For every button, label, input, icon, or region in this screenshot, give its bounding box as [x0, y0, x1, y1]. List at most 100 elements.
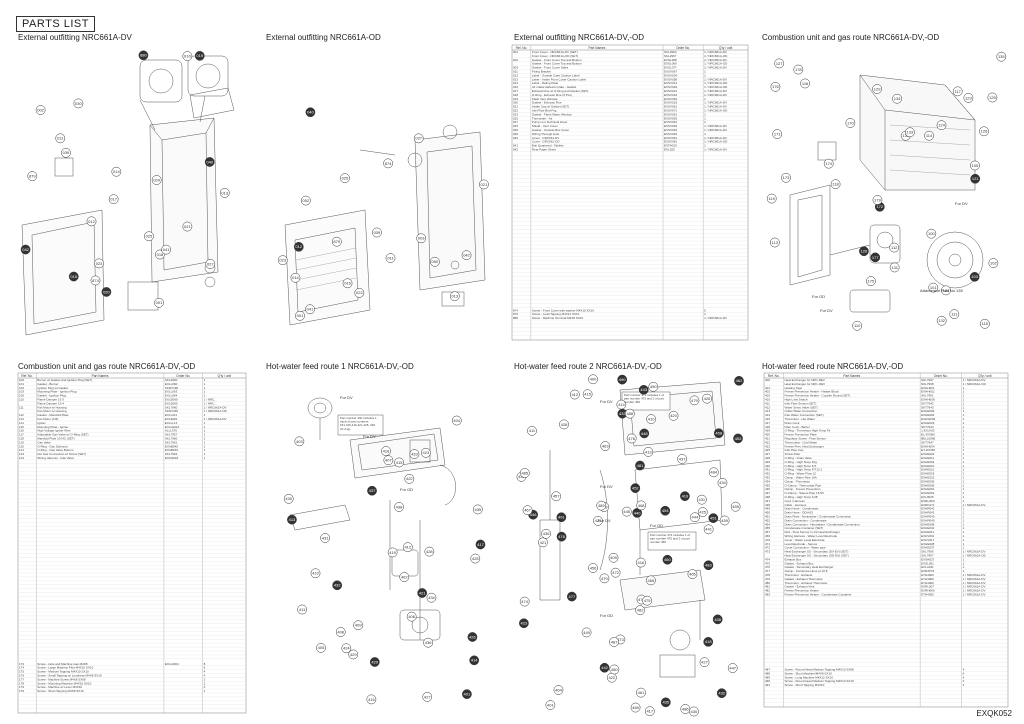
callout-456: 456	[588, 563, 598, 573]
table-cell: EXHE028	[921, 542, 935, 546]
table-cell: Screw - Machine w/ Lever M4X10	[37, 685, 82, 689]
table-cell: EXLLL14	[165, 421, 178, 425]
table-cell: 469	[765, 534, 770, 538]
external-dv-diagram	[21, 55, 235, 336]
svg-text:450: 450	[650, 384, 657, 389]
svg-text:121: 121	[972, 176, 979, 181]
callout-474: 474	[519, 596, 530, 607]
table-cell: Bolt Quartered - Tablets	[532, 144, 564, 148]
table-cell: 123	[19, 452, 24, 456]
callout-418: 418	[381, 446, 391, 456]
callout-482: 482	[635, 605, 645, 616]
callout-880: 880	[138, 50, 149, 61]
table-cell: Gasket - Exhaust Vent	[785, 585, 815, 589]
table-cell: 1 / NRC661A-DV	[704, 128, 727, 132]
table-cell: 115	[19, 425, 24, 429]
callout-457: 457	[551, 491, 562, 502]
table-cell: Filter Cock - Barrel	[785, 425, 810, 429]
callout-120: 120	[859, 246, 869, 257]
callout-123: 123	[963, 93, 974, 103]
table-cell: Screw - Small Tapping w/ Loudness M4X8 S…	[37, 674, 102, 678]
section-title-hotwater-2: Hot-water feed route 2 NRC661A-DV,-OD	[514, 362, 662, 371]
table-cell: 1	[963, 499, 965, 503]
table-cell: 1 / NRC661A-DV	[704, 105, 727, 109]
svg-text:001: 001	[156, 300, 163, 305]
table-cell: 179	[19, 689, 24, 693]
table-cell: Heat Exchanger for NRC-OEV	[785, 382, 826, 386]
table-cell: 432	[765, 472, 770, 476]
callout-179: 179	[872, 195, 883, 205]
svg-text:020: 020	[103, 289, 110, 294]
callout-468: 468	[636, 500, 647, 511]
callout-025: 025	[144, 231, 154, 242]
callout-437: 437	[677, 454, 688, 464]
table-cell: 023	[513, 112, 518, 116]
table-cell: 417	[765, 421, 770, 425]
svg-text:417: 417	[646, 709, 653, 714]
note-attachment-part: Attachment Part No.135	[920, 288, 963, 293]
table-cell: EXHR040	[921, 515, 935, 519]
table-cell: Drain Connection - Neutralizer / Condens…	[785, 522, 860, 526]
table-cell: 1	[963, 394, 965, 398]
callout-429: 429	[348, 649, 359, 660]
callout-420: 420	[668, 410, 679, 421]
header-order-no: Order No.	[676, 46, 690, 50]
section-title-external-dv-od: External outfitting NRC661A-DV,-OD	[514, 33, 644, 42]
svg-text:451: 451	[710, 516, 717, 521]
callout-039: 039	[372, 227, 382, 238]
svg-text:173: 173	[783, 175, 790, 180]
table-cell: O-Ring - High Temp FIT	[785, 464, 817, 468]
svg-text:483: 483	[705, 563, 712, 568]
table-cell: 179	[19, 685, 24, 689]
callout-422: 422	[404, 473, 415, 484]
table-cell: EXSL069	[664, 62, 677, 66]
callout-433: 433	[409, 449, 420, 459]
svg-text:016: 016	[344, 281, 351, 286]
callout-416: 416	[635, 557, 646, 568]
callout-431: 431	[320, 533, 330, 543]
callout-027: 027	[205, 259, 216, 269]
callout-440: 440	[632, 508, 643, 518]
svg-text:132: 132	[938, 318, 945, 323]
callout-427: 427	[422, 692, 433, 702]
callout-400: 400	[588, 374, 598, 385]
callout-404: 404	[451, 415, 462, 426]
table-cell: EXHE008	[921, 522, 935, 526]
callout-016: 016	[342, 278, 353, 289]
table-cell: 1 / NRC661A-DV	[963, 550, 986, 554]
svg-text:019: 019	[196, 53, 203, 58]
table-cell: 013	[513, 77, 518, 81]
callout-453: 453	[733, 433, 743, 444]
svg-text:401: 401	[547, 702, 554, 707]
callout-039: 039	[61, 147, 71, 158]
table-cell: 471	[765, 542, 770, 546]
callout-490: 490	[617, 374, 628, 385]
svg-text:177: 177	[872, 255, 879, 260]
table-cell: O-Ring - Thermistor High Temp Fit	[785, 429, 831, 433]
table-cell: EXHE011	[921, 456, 934, 460]
svg-text:018: 018	[157, 252, 164, 257]
svg-text:879: 879	[29, 174, 36, 179]
svg-text:425: 425	[699, 509, 706, 514]
table-cell: EXSV051	[664, 112, 677, 116]
table-cell: EXSV081	[664, 140, 677, 144]
table-cell: Screw - Round Head Medium Tapping M4X10 …	[785, 668, 854, 672]
svg-text:127: 127	[776, 61, 783, 66]
callout-448: 448	[639, 428, 650, 439]
table-cell: 1	[963, 487, 965, 491]
callout-476: 476	[626, 433, 637, 444]
table-cell: 1	[963, 526, 965, 530]
svg-text:457: 457	[553, 494, 560, 499]
callout-105: 105	[970, 160, 980, 171]
callout-113: 113	[769, 237, 780, 248]
table-cell: 1	[963, 515, 965, 519]
header-part-names: Part Names	[589, 46, 606, 50]
callout-432: 432	[716, 688, 727, 699]
table-cell: 110	[19, 398, 24, 402]
svg-text:437: 437	[679, 456, 686, 461]
svg-text:478: 478	[558, 534, 565, 539]
table-cell: Thermistor - Hot Water	[785, 417, 815, 421]
note-for-od: For OD	[812, 294, 825, 299]
callout-874: 874	[383, 158, 393, 169]
svg-text:174: 174	[825, 161, 832, 166]
